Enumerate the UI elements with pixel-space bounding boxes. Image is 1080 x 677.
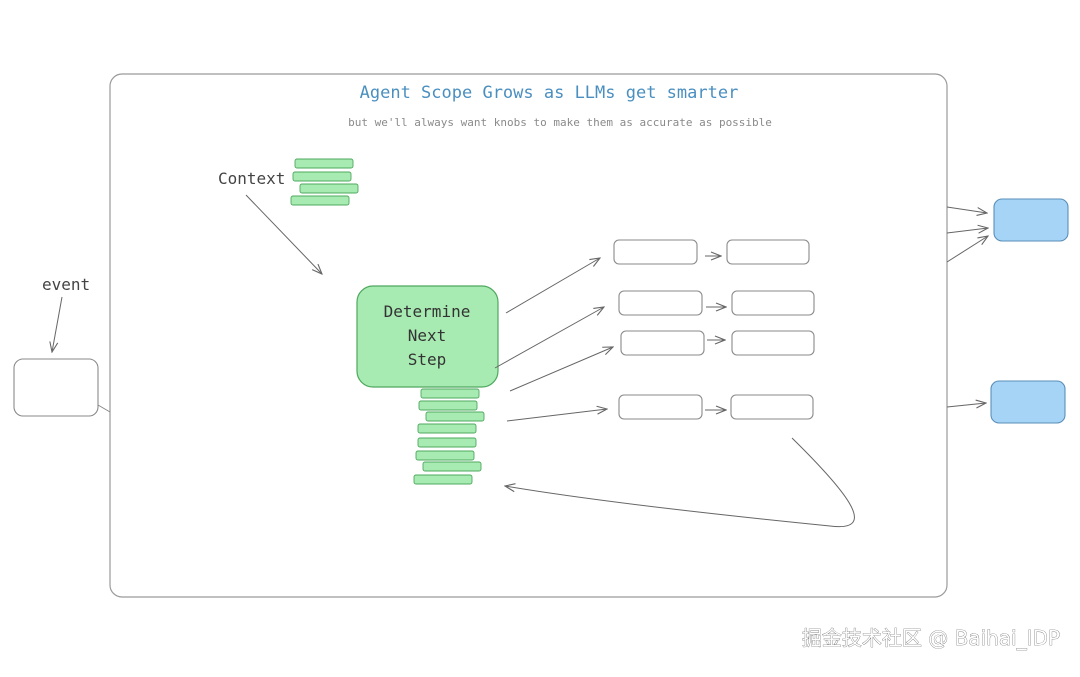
- history-bar: [422, 461, 482, 472]
- event-label: event: [42, 275, 90, 294]
- step-box-3a: [620, 330, 705, 356]
- history-stack: [413, 388, 485, 485]
- branch-arrows: [494, 258, 613, 422]
- history-bar: [425, 411, 485, 422]
- context-bar: [292, 171, 352, 182]
- branch-arrow-2: [494, 307, 604, 369]
- event-box-connector: [97, 404, 111, 413]
- output-arrow-1: [946, 206, 987, 213]
- history-bar: [418, 400, 478, 411]
- output-arrow-3: [946, 236, 988, 263]
- branch-arrow-4: [506, 409, 607, 422]
- core-node-line-1: Determine: [384, 302, 471, 321]
- branch-arrow-3: [509, 347, 613, 392]
- step-box-1a: [613, 239, 698, 265]
- agent-scope-frame: [109, 73, 948, 598]
- history-bar: [417, 437, 477, 448]
- output-box-bottom: [990, 380, 1066, 424]
- history-bar: [420, 388, 480, 399]
- context-bar: [294, 158, 354, 169]
- feedback-loop-arrow: [505, 437, 855, 528]
- determine-next-step-node: [356, 285, 499, 388]
- watermark: 掘金技术社区 @ Baihai_IDP: [802, 626, 1060, 650]
- context-arrow: [245, 194, 322, 274]
- context-stack: [290, 158, 359, 206]
- step-box-3b: [731, 330, 815, 356]
- core-node-line-3: Step: [408, 350, 447, 369]
- output-arrows: [946, 206, 988, 407]
- diagram-title: Agent Scope Grows as LLMs get smarter: [360, 83, 739, 103]
- step-box-4a: [618, 394, 703, 420]
- output-box-top: [993, 198, 1069, 242]
- step-boxes: [613, 239, 815, 420]
- step-connectors: [705, 256, 726, 410]
- context-bar: [290, 195, 350, 206]
- context-label: Context: [218, 169, 285, 188]
- output-arrow-4: [946, 403, 986, 407]
- step-box-2a: [618, 290, 703, 316]
- event-arrow: [52, 296, 63, 352]
- step-box-1b: [726, 239, 810, 265]
- context-bar: [299, 183, 359, 194]
- core-node-line-2: Next: [408, 326, 447, 345]
- step-box-4b: [730, 394, 814, 420]
- history-bar: [413, 474, 473, 485]
- step-box-2b: [731, 290, 815, 316]
- history-bar: [417, 423, 477, 434]
- branch-arrow-1: [505, 258, 600, 314]
- output-arrow-2: [946, 228, 988, 233]
- diagram-subtitle: but we'll always want knobs to make them…: [348, 116, 772, 129]
- event-input-box: [13, 358, 99, 417]
- history-bar: [415, 450, 475, 461]
